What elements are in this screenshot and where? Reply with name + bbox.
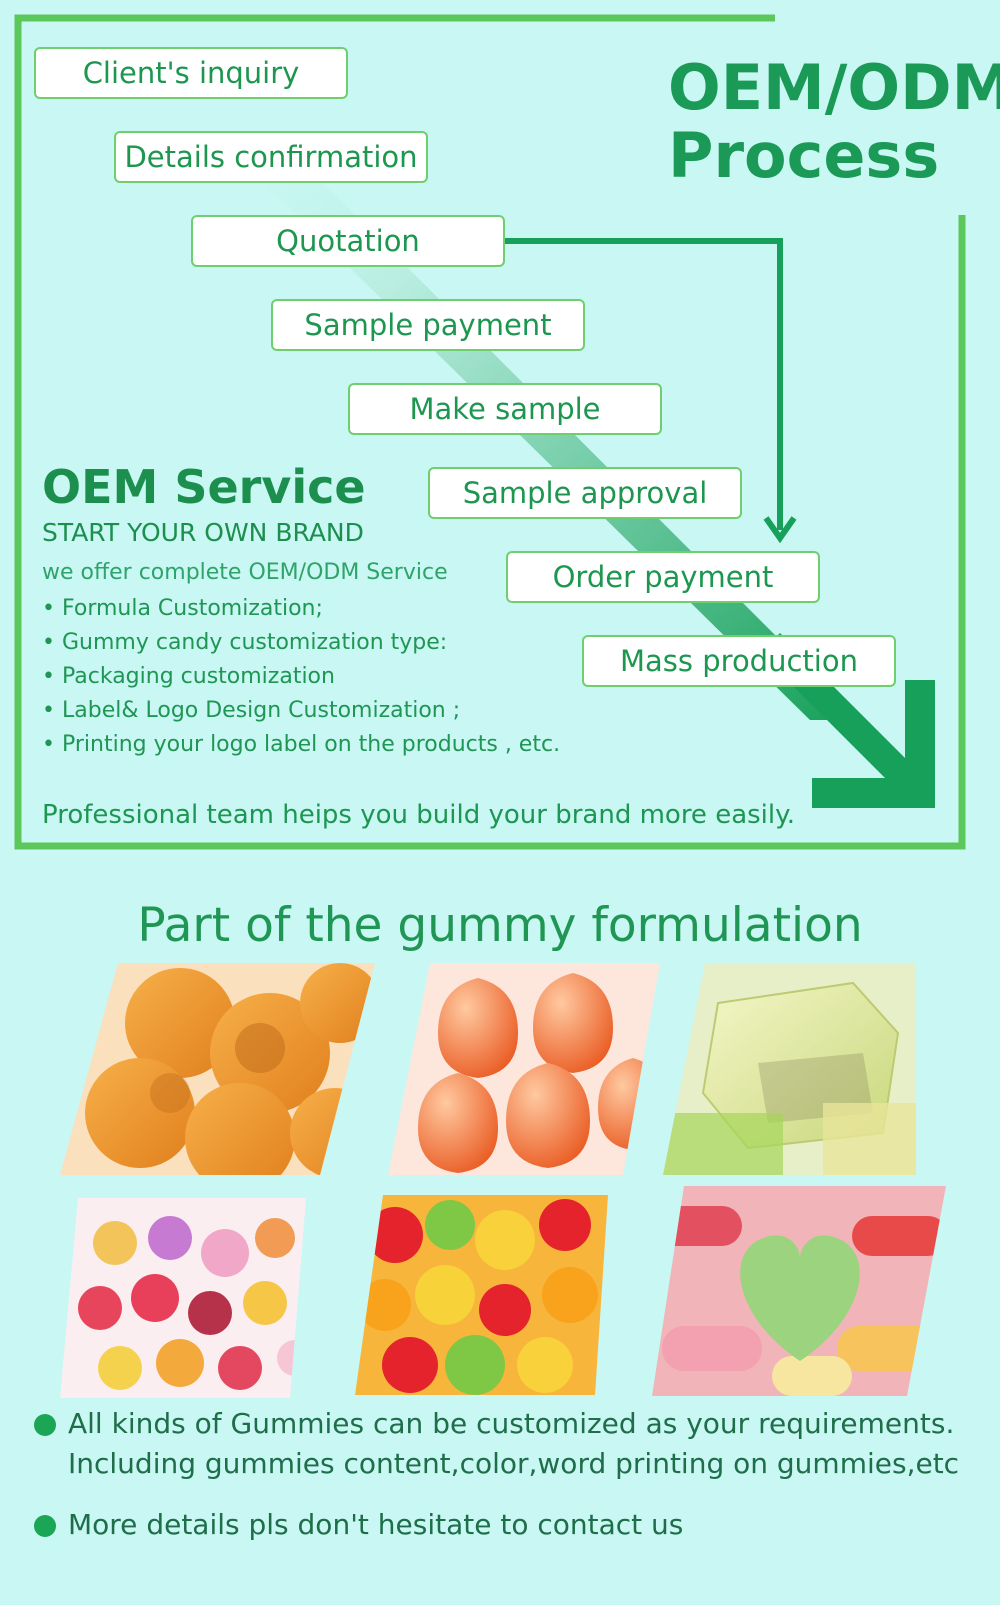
quotation-arrow-line [505,238,783,530]
photo-orange-bear-gummies [60,963,375,1175]
step-make-sample: Make sample [348,383,662,435]
note-customization-line2: Including gummies content,color,word pri… [68,1447,960,1480]
bullet-dot [34,1515,56,1537]
photo-colorful-berry-gummies [60,1198,306,1398]
oem-service-intro: we offer complete OEM/ODM Service [42,560,448,585]
step-quotation: Quotation [191,215,505,267]
oem-service-item: Formula Customization; [42,592,560,626]
process-title: OEM/ODM Process [668,54,1000,190]
step-sample-approval: Sample approval [428,467,742,519]
note-customization: All kinds of Gummies can be customized a… [34,1404,959,1484]
step-sample-payment: Sample payment [271,299,585,351]
photo-peach-gummies [388,963,660,1175]
step-mass-production: Mass production [582,635,896,687]
oem-service-item: Printing your logo label on the products… [42,728,560,762]
oem-service-item: Packaging customization [42,660,560,694]
photo-clear-cube-gummies [663,963,916,1175]
step-details-confirmation: Details confirmation [114,131,428,183]
team-line: Professional team heips you build your b… [42,800,796,830]
process-title-line1: OEM/ODM [668,51,1000,124]
note-contact-text: More details pls don't hesitate to conta… [68,1508,684,1541]
note-contact: More details pls don't hesitate to conta… [34,1505,683,1545]
quotation-arrow-head [763,516,797,544]
photo-green-heart-gummy [652,1186,946,1396]
step-clients-inquiry: Client's inquiry [34,47,348,99]
oem-service-subheading: START YOUR OWN BRAND [42,518,364,547]
oem-service-heading: OEM Service [42,460,366,514]
formulation-heading: Part of the gummy formulation [137,898,863,953]
bullet-dot [34,1414,56,1436]
process-title-line2: Process [668,119,940,192]
photo-gummy-bears [355,1195,608,1395]
oem-service-item: Label& Logo Design Customization ; [42,694,560,728]
oem-service-list: Formula Customization; Gummy candy custo… [42,592,560,762]
oem-service-item: Gummy candy customization type: [42,626,560,660]
note-customization-line1: All kinds of Gummies can be customized a… [68,1407,955,1440]
